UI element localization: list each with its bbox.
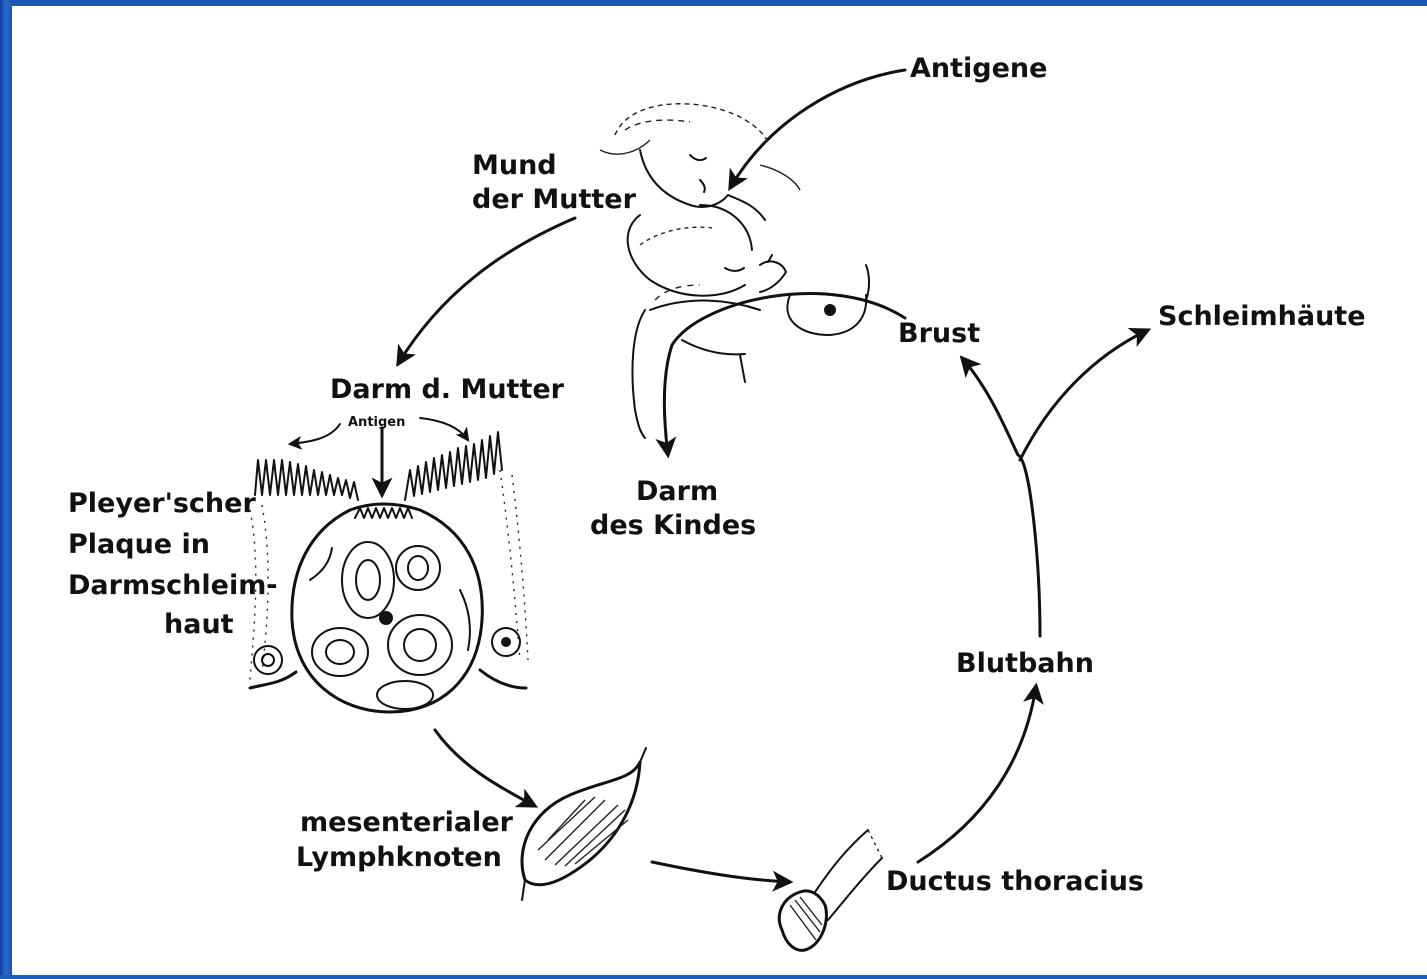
label-pleyer-line2: Plaque in	[68, 529, 210, 560]
diagram-canvas: Antigene Mund der Mutter Schleimhäute Br…	[12, 6, 1427, 975]
label-blutbahn: Blutbahn	[956, 648, 1094, 679]
label-pleyer-line4: haut	[164, 609, 234, 640]
arrow-to-schleimhaeute	[1020, 330, 1148, 460]
label-darm-mutter: Darm d. Mutter	[330, 374, 565, 405]
label-brust: Brust	[898, 318, 980, 349]
mother-and-child-drawing	[600, 104, 869, 438]
label-ductus: Ductus thoracius	[886, 866, 1144, 897]
thoracic-duct-drawing	[779, 830, 882, 950]
arrow-antigene-to-mouth	[730, 70, 905, 188]
label-schleimhaeute: Schleimhäute	[1158, 301, 1366, 332]
label-antigene: Antigene	[910, 53, 1047, 84]
label-mesenterial-line1: mesenterialer	[300, 807, 514, 838]
label-pleyer-line1: Pleyer'scher	[68, 488, 256, 519]
immune-cycle-diagram: Antigene Mund der Mutter Schleimhäute Br…	[12, 6, 1427, 975]
label-mesenterial-line2: Lymphknoten	[296, 842, 502, 873]
arrow-bloodstream-to-brust	[962, 358, 1040, 636]
arrow-mouth-to-gut	[398, 218, 575, 364]
label-mund-line2: der Mutter	[472, 184, 637, 215]
label-darm-kind-line2: des Kindes	[590, 510, 756, 541]
label-darm-kind-line1: Darm	[636, 476, 718, 507]
arrow-brust-to-child-gut	[664, 294, 905, 455]
label-pleyer-line3: Darmschleim-	[68, 570, 278, 601]
arrow-lymph-to-ductus	[652, 862, 790, 882]
label-antigen: Antigen	[348, 415, 405, 430]
lymph-node-drawing	[522, 748, 646, 900]
arrow-ductus-to-blutbahn	[918, 686, 1036, 862]
arrow-plaque-to-lymph	[435, 730, 535, 806]
label-mund-line1: Mund	[472, 150, 557, 181]
peyer-patch-drawing	[250, 418, 528, 712]
